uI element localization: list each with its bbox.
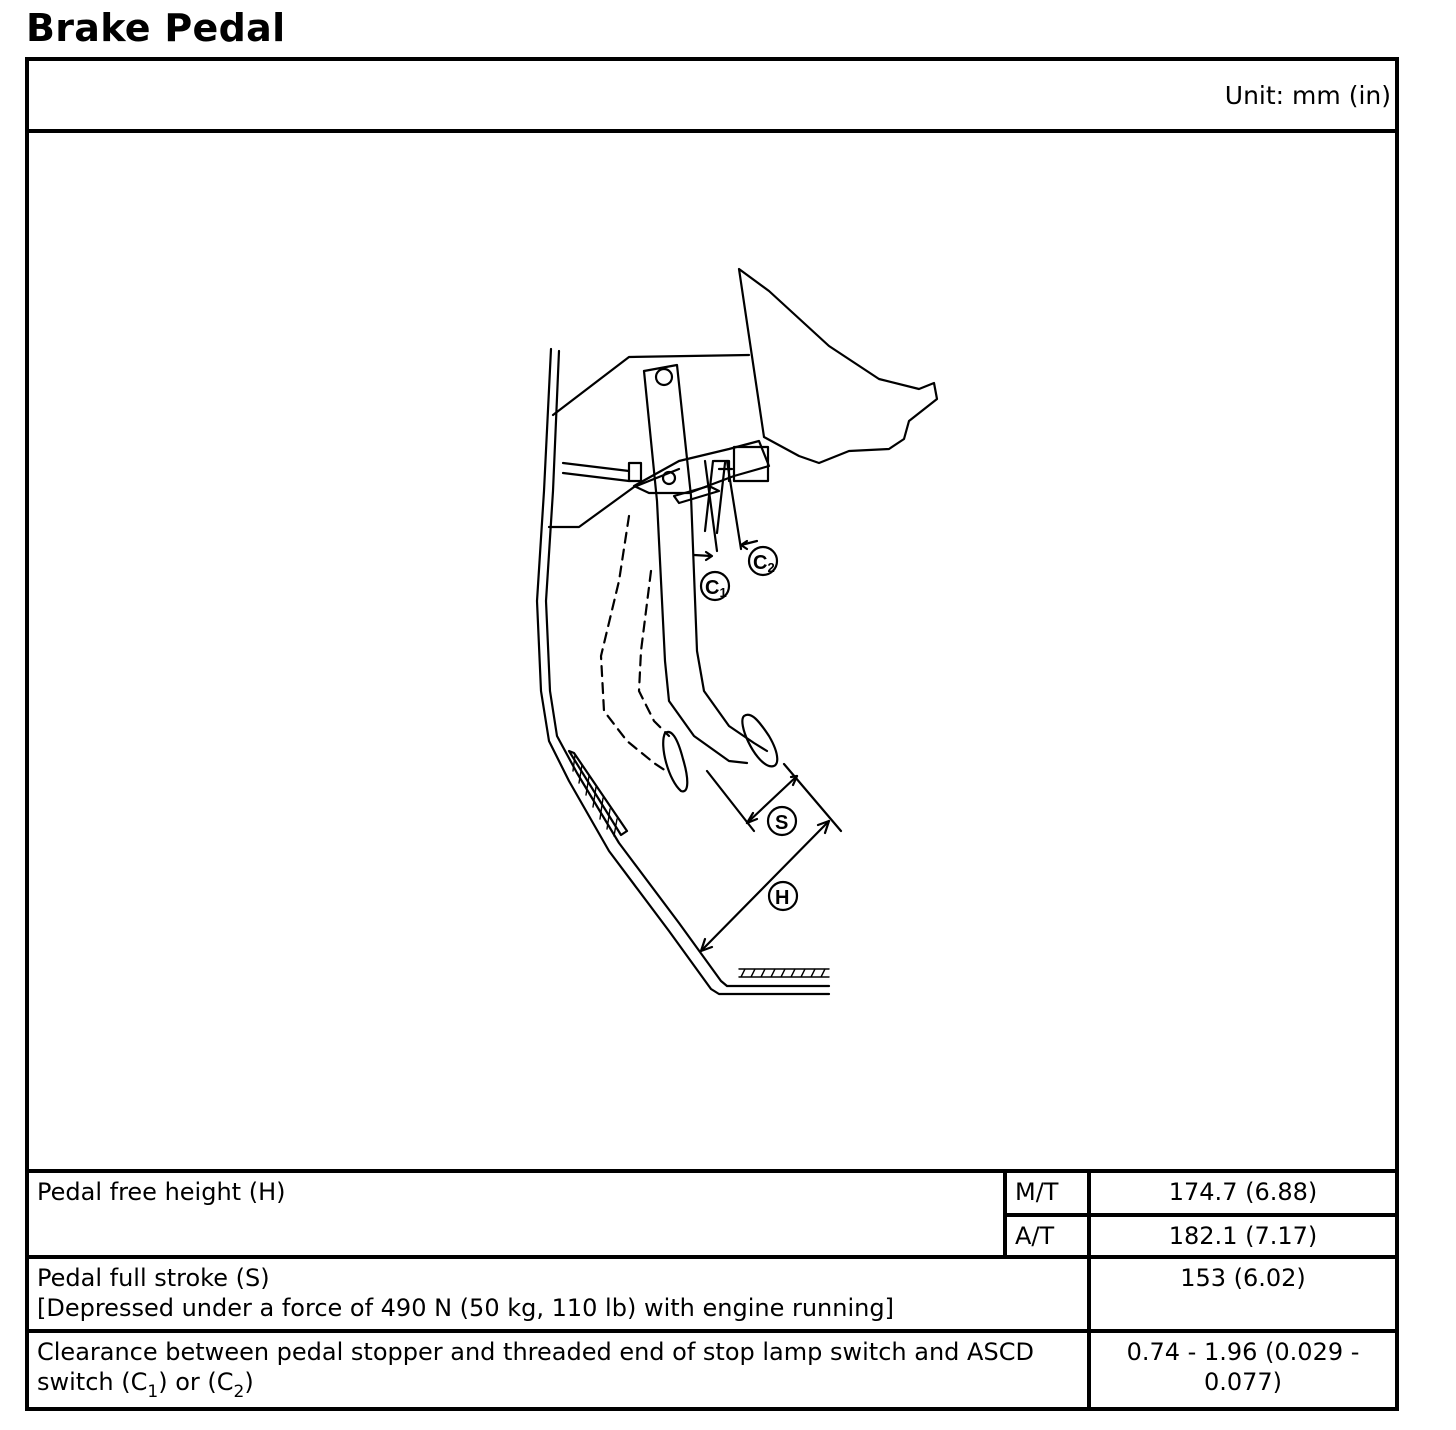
clearance-label: Clearance between pedal stopper and thre… — [29, 1329, 1091, 1409]
pedal-pad — [741, 713, 779, 768]
stop-lamp-switch — [732, 445, 770, 483]
page-title: Brake Pedal — [26, 6, 286, 50]
push-rod — [561, 461, 631, 483]
table-row: Clearance between pedal stopper and thre… — [29, 1329, 1395, 1409]
upper-shroud — [737, 267, 939, 465]
pedal-arm-upper — [642, 363, 769, 753]
pedal-arm-upper-left — [642, 369, 749, 765]
pedal-illustration: C1 C2 S H — [535, 267, 939, 996]
depressed-pedal-pad — [662, 730, 689, 793]
free-height-label: Pedal free height (H) — [29, 1169, 1007, 1259]
pivot-hole — [654, 367, 674, 387]
s-label: S — [775, 812, 788, 834]
c2-gap-line — [725, 459, 743, 551]
at-value: 182.1 (7.17) — [1087, 1213, 1395, 1259]
mt-value: 174.7 (6.88) — [1087, 1169, 1395, 1217]
full-stroke-title: Pedal full stroke (S) — [37, 1264, 270, 1292]
at-label: A/T — [1005, 1213, 1091, 1259]
table-row: Pedal free height (H) M/T 174.7 (6.88) — [29, 1169, 1395, 1259]
h-label-circle — [767, 880, 799, 912]
spec-table: Pedal free height (H) M/T 174.7 (6.88) A… — [29, 1169, 1395, 1409]
c2-label-circle — [747, 545, 779, 577]
h-label: H — [775, 887, 789, 909]
firewall-inner-line — [544, 349, 831, 988]
clearance-title: Clearance between pedal stopper and thre… — [37, 1338, 1034, 1366]
floor-mat — [567, 749, 629, 837]
spec-frame: Unit: mm (in) — [25, 57, 1399, 1411]
stopper-plate — [672, 484, 721, 505]
clearance-value-line1: 0.74 - 1.96 (0.029 - — [1126, 1338, 1360, 1366]
h-dimension-line — [699, 819, 831, 953]
c1-gap-line — [703, 459, 719, 553]
mt-label: M/T — [1003, 1169, 1091, 1217]
s-dimension-line — [705, 762, 843, 833]
switch-threads — [703, 459, 734, 535]
full-stroke-label: Pedal full stroke (S) [Depressed under a… — [29, 1255, 1091, 1333]
unit-row: Unit: mm (in) — [29, 61, 1395, 133]
s-label-circle — [766, 805, 798, 837]
s-arrowheads — [745, 774, 799, 825]
table-row: A/T 182.1 (7.17) — [29, 1213, 1395, 1259]
c2-label: C2 — [753, 552, 775, 575]
c1-label: C1 — [705, 577, 727, 600]
c1-arrow — [692, 550, 714, 562]
clearance-value-line2: 0.077) — [1203, 1368, 1283, 1396]
depressed-pedal-outline — [599, 514, 671, 775]
depressed-pedal-outline-inner — [637, 569, 671, 738]
floor-mat-hatch — [572, 754, 618, 837]
full-stroke-value: 153 (6.02) — [1087, 1255, 1395, 1333]
table-row: Pedal full stroke (S) [Depressed under a… — [29, 1255, 1395, 1333]
rod-nut — [627, 461, 643, 483]
dash-panel — [547, 353, 751, 529]
unit-label: Unit: mm (in) — [1224, 81, 1391, 110]
brake-pedal-diagram: C1 C2 S H — [29, 131, 1395, 1171]
firewall-line — [535, 347, 831, 996]
floor-hatch — [738, 968, 830, 978]
clearance-value: 0.74 - 1.96 (0.029 - 0.077) — [1087, 1329, 1395, 1409]
c2-arrow — [739, 539, 759, 551]
clearance-switch-text: switch (C1) or (C2) — [37, 1368, 254, 1402]
full-stroke-note: [Depressed under a force of 490 N (50 kg… — [37, 1294, 894, 1322]
clevis-pin — [661, 470, 677, 486]
h-arrowheads — [699, 819, 831, 953]
c1-label-circle — [699, 570, 731, 602]
